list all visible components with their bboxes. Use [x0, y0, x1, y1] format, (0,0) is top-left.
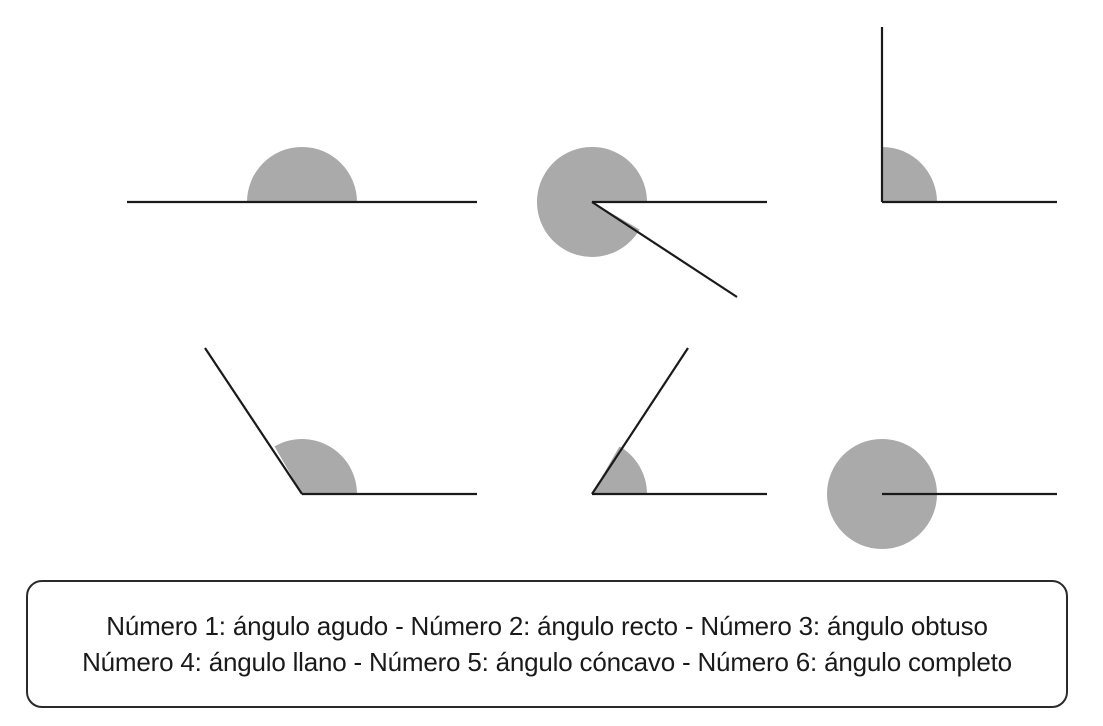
reflex-angle-ray-diagonal [591, 201, 738, 298]
full-angle-figure [827, 439, 1057, 549]
acute-angle-ray-diagonal [591, 347, 689, 495]
caption-line-2: Número 4: ángulo llano - Número 5: ángul… [82, 647, 1012, 677]
straight-angle-arc [247, 147, 357, 202]
caption-line-1: Número 1: ángulo agudo - Número 2: ángul… [106, 611, 988, 641]
acute-angle-figure [591, 347, 767, 496]
right-angle-figure [880, 27, 1057, 204]
straight-angle-figure [127, 147, 477, 204]
obtuse-angle-arc [274, 439, 357, 494]
acute-angle-arc [592, 446, 647, 494]
caption-box: Número 1: ángulo agudo - Número 2: ángul… [26, 580, 1068, 708]
right-angle-arc [882, 147, 937, 202]
reflex-angle-figure [537, 146, 767, 298]
obtuse-angle-ray-diagonal [204, 347, 303, 495]
obtuse-angle-figure [204, 347, 477, 496]
